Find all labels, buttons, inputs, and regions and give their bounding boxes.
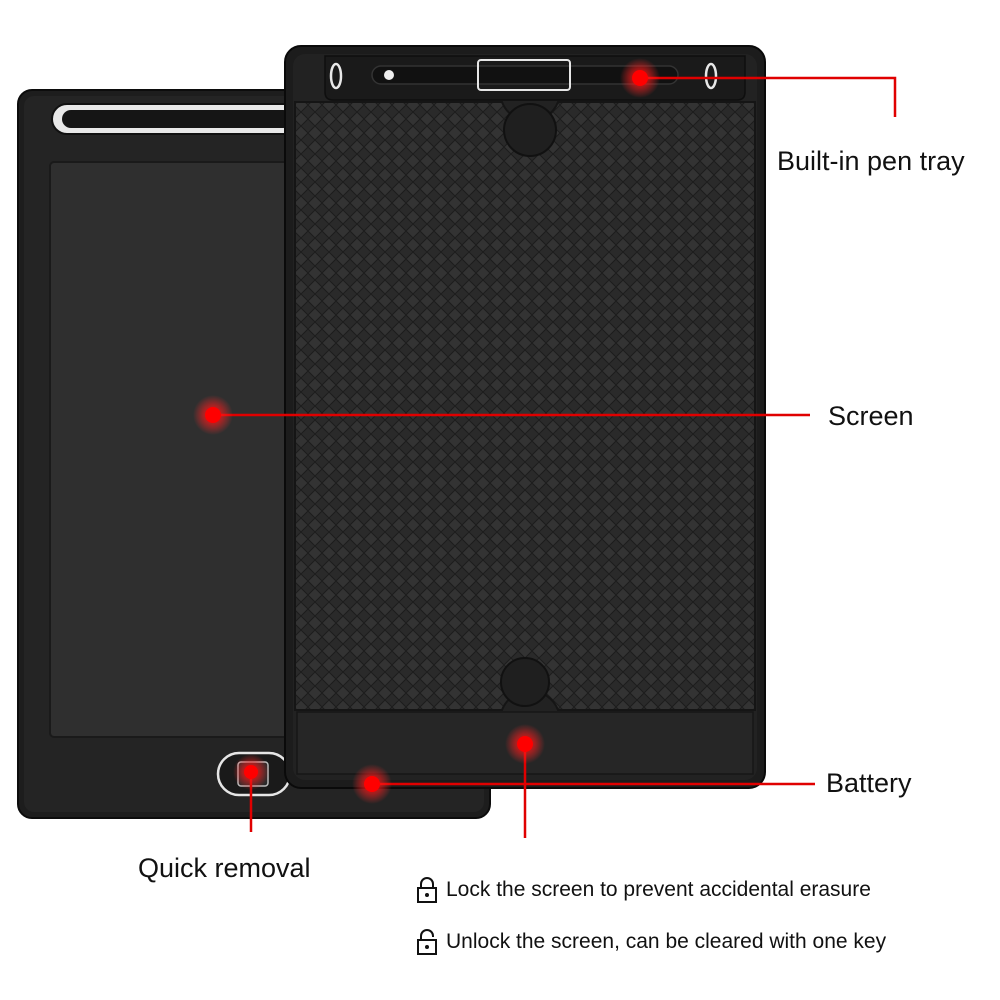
textured-back-panel — [294, 101, 756, 711]
screen-label: Screen — [828, 401, 914, 431]
top-finger-notch — [503, 103, 557, 157]
lock-note-text: Lock the screen to prevent accidental er… — [446, 878, 871, 901]
callout-battery — [352, 764, 815, 804]
callout-pen-tray — [620, 58, 897, 117]
unlock-note: Unlock the screen, can be cleared with o… — [416, 928, 886, 956]
callout-quick-removal — [233, 754, 269, 832]
battery-label: Battery — [826, 768, 912, 798]
unlocked-padlock-icon — [417, 929, 437, 955]
quick-removal-label: Quick removal — [138, 853, 311, 883]
back-of-tablet — [284, 45, 766, 789]
front-lcd-screen — [49, 161, 311, 738]
pen-tray-label: Built-in pen tray — [777, 146, 965, 176]
locked-padlock-icon — [417, 877, 437, 903]
callout-lock-switch — [505, 724, 545, 838]
unlock-note-text: Unlock the screen, can be cleared with o… — [446, 930, 887, 953]
lock-note: Lock the screen to prevent accidental er… — [416, 876, 871, 904]
bottom-finger-notch — [500, 657, 550, 707]
callout-screen — [193, 395, 810, 435]
